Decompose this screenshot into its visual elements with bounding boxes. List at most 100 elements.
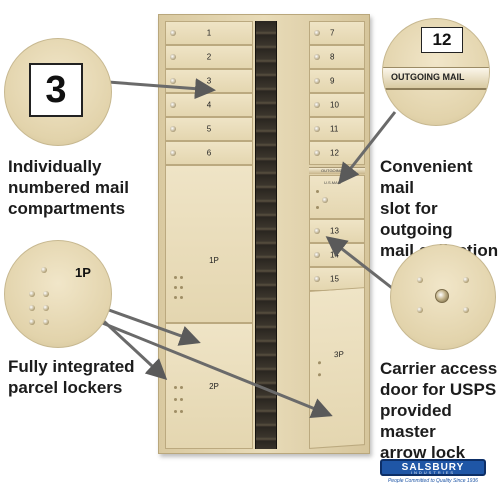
label-line: numbered mail	[8, 178, 129, 197]
rivet	[174, 398, 177, 401]
label-line: provided master	[380, 401, 452, 441]
sample-locker-number: 1P	[75, 265, 91, 280]
arrow-parcel-3	[94, 318, 333, 418]
rivet-dot	[43, 291, 49, 297]
mail-door-10[interactable]: 10	[309, 93, 365, 117]
rivet-dot	[417, 307, 423, 313]
door-number: 2	[206, 52, 212, 62]
label-line: Individually	[8, 157, 102, 176]
door-number: 11	[330, 124, 339, 134]
label-line: Convenient mail	[380, 157, 473, 197]
open-compartment-interior	[255, 21, 277, 449]
salsbury-logo: SALSBURY INDUSTRIES People Committed to …	[374, 459, 492, 487]
door-number: 13	[330, 226, 339, 236]
rivet-dot	[29, 305, 35, 311]
outgoing-plate-text: OUTGOING MAIL	[391, 72, 465, 82]
compartment-number-closeup: 3	[4, 38, 112, 146]
carrier-lock-closeup	[390, 244, 496, 350]
mail-door-5[interactable]: 5	[165, 117, 253, 141]
door-number: 6	[206, 148, 212, 158]
lock-icon	[170, 54, 176, 60]
rivet-dot	[43, 305, 49, 311]
mail-door-9[interactable]: 9	[309, 69, 365, 93]
arrow-lock-icon	[435, 289, 449, 303]
rivet-dot	[29, 319, 35, 325]
logo-badge: SALSBURY INDUSTRIES	[380, 459, 486, 476]
mail-door-7[interactable]: 7	[309, 21, 365, 45]
door-number: 12	[330, 148, 339, 158]
mailbox-unit: 1 2 3 4 5 6 1P 2P 7 8 9 10	[158, 14, 370, 454]
number-card: 3	[29, 63, 83, 117]
rivet	[180, 386, 183, 389]
outgoing-mail-slot[interactable]: OUTGOING MAIL	[309, 167, 365, 174]
outgoing-plate-closeup: OUTGOING MAIL	[383, 67, 489, 90]
mail-door-6[interactable]: 6	[165, 141, 253, 165]
brand-name: SALSBURY	[401, 462, 465, 473]
door-number: 15	[330, 274, 339, 284]
lock-icon	[314, 252, 320, 258]
lock-dot	[41, 267, 47, 273]
door-number: 5	[206, 124, 212, 134]
locker-number: 2P	[209, 382, 219, 391]
door-number: 1	[206, 28, 212, 38]
rivet	[174, 410, 177, 413]
compartments-label: Individually numbered mail compartments	[8, 156, 129, 219]
rivet	[180, 410, 183, 413]
lock-icon	[314, 30, 320, 36]
locker-number: 1P	[209, 256, 219, 265]
rivet-dot	[463, 307, 469, 313]
lock-icon	[314, 126, 320, 132]
sample-number: 3	[45, 69, 67, 111]
sample-number: 12	[432, 30, 452, 49]
label-line: door for USPS	[380, 380, 497, 399]
parcel-locker-1p[interactable]: 1P	[165, 165, 253, 323]
parcel-label: Fully integrated parcel lockers	[8, 356, 135, 398]
rivet-dot	[463, 277, 469, 283]
rivet	[316, 206, 319, 209]
lock-icon	[170, 78, 176, 84]
mail-door-11[interactable]: 11	[309, 117, 365, 141]
rivet	[180, 296, 183, 299]
label-line: slot for outgoing	[380, 199, 453, 239]
lock-icon	[170, 126, 176, 132]
lock-icon	[314, 54, 320, 60]
rivet-dot	[417, 277, 423, 283]
door-number: 4	[206, 100, 212, 110]
door-number: 7	[330, 28, 335, 38]
rivet	[174, 296, 177, 299]
lock-icon	[314, 78, 320, 84]
arrow-compartment	[107, 78, 216, 100]
door-number: 9	[330, 76, 335, 86]
lock-icon	[314, 276, 320, 282]
door-number: 8	[330, 52, 335, 62]
mail-door-2[interactable]: 2	[165, 45, 253, 69]
label-line: arrow lock	[380, 443, 466, 462]
lock-icon	[170, 30, 176, 36]
rivet-dot	[29, 291, 35, 297]
arrow-carrier	[325, 236, 393, 290]
label-line: compartments	[8, 199, 126, 218]
rivet	[180, 276, 183, 279]
lock-icon	[314, 150, 320, 156]
lock-icon	[314, 102, 320, 108]
arrow-parcel-1	[94, 303, 201, 346]
door-number: 10	[330, 100, 339, 110]
rivet	[180, 398, 183, 401]
brand-tagline: People Committed to Quality Since 1936	[387, 478, 479, 484]
rivet	[174, 286, 177, 289]
parcel-locker-closeup: 1P	[4, 240, 112, 348]
carrier-label: Carrier access door for USPS provided ma…	[380, 358, 500, 463]
rivet-dot	[43, 319, 49, 325]
usps-plate: U.S.MAIL	[324, 180, 342, 185]
mail-door-1[interactable]: 1	[165, 21, 253, 45]
rivet	[180, 286, 183, 289]
brand-subtitle: INDUSTRIES	[410, 470, 456, 475]
outgoing-plate: OUTGOING MAIL	[321, 168, 354, 173]
arrow-outgoing	[338, 111, 397, 185]
number-card: 12	[421, 27, 463, 53]
mail-door-8[interactable]: 8	[309, 45, 365, 69]
lock-icon	[170, 150, 176, 156]
label-line: Carrier access	[380, 359, 498, 378]
outgoing-mail-closeup: 12 OUTGOING MAIL	[382, 18, 490, 126]
lock-icon	[170, 102, 176, 108]
